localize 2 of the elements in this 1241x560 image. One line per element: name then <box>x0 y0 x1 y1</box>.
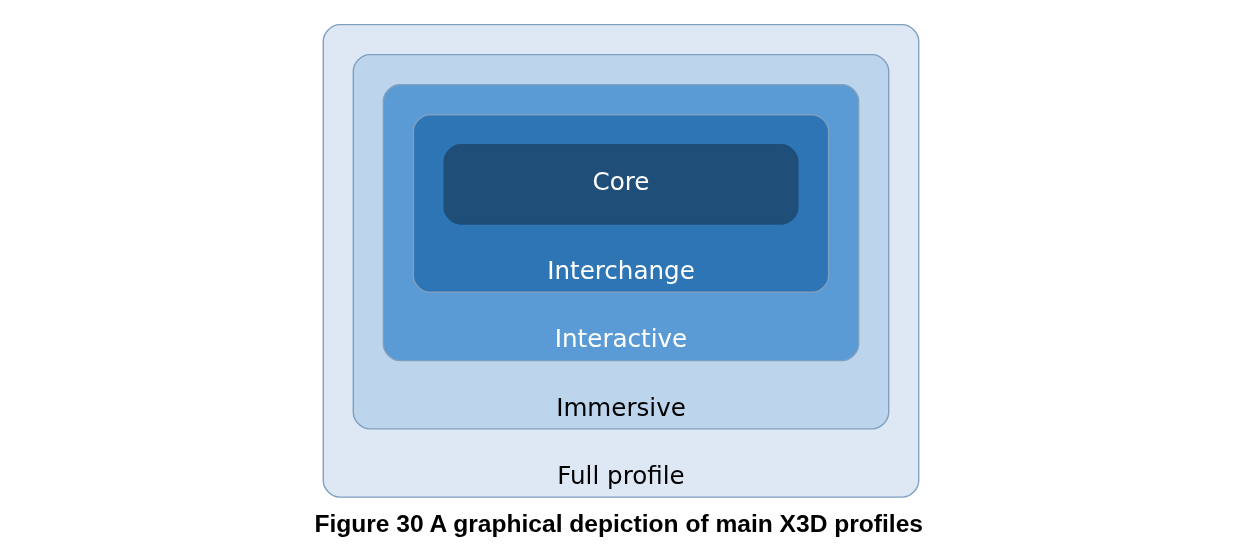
node-box: Core <box>442 144 799 225</box>
caption: Figure 30 A graphical depiction of main X3D profiles <box>313 509 923 537</box>
